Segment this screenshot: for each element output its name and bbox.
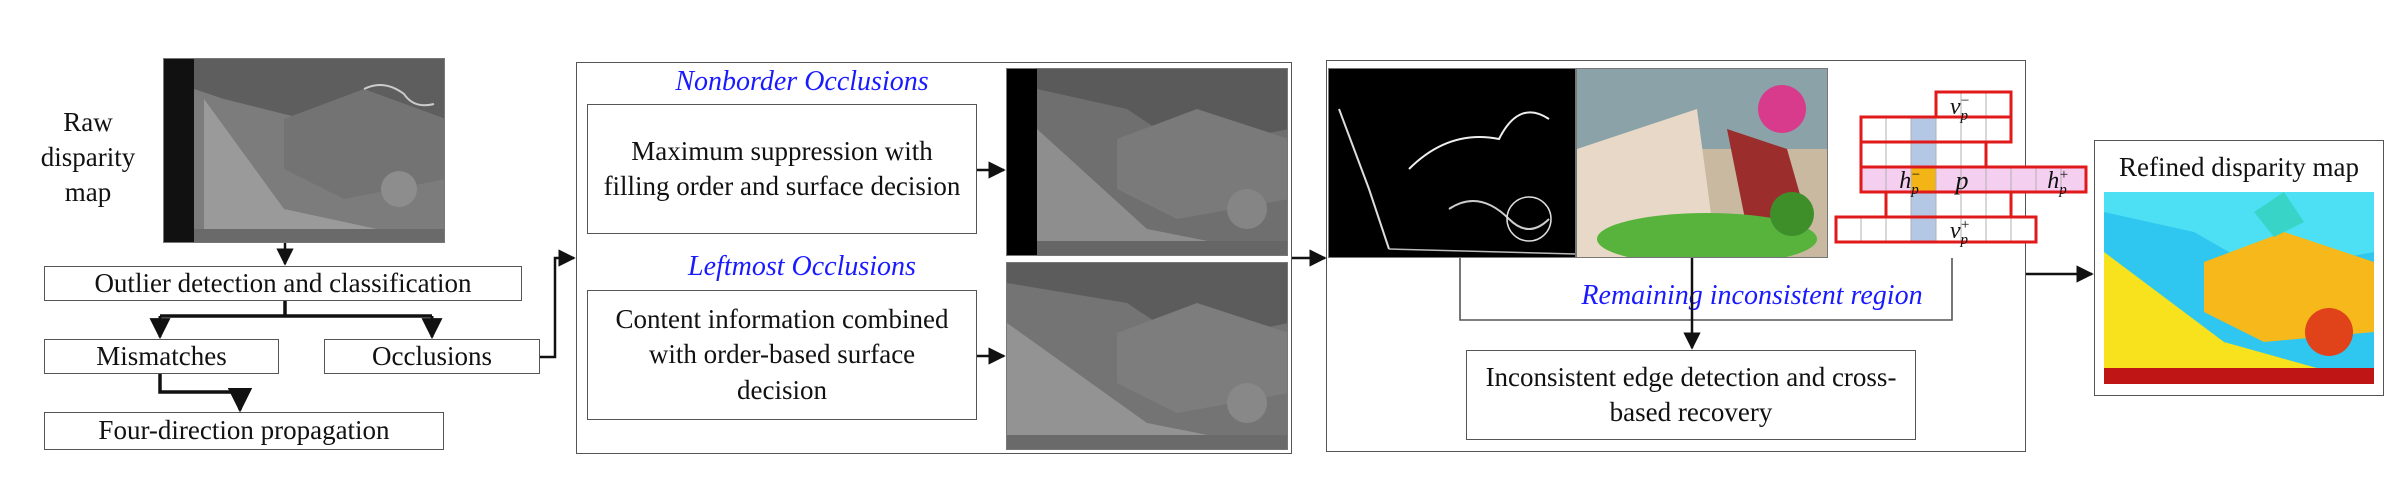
color-scene-image [1576,68,1828,258]
leftmost-occlusions-title: Leftmost Occlusions [648,251,956,283]
raw-disparity-image [163,58,445,243]
v-plus-label: vp+ [1949,217,1971,248]
h-minus-label: hp− [1899,167,1921,198]
raw-disparity-label: Raw disparity map [40,107,136,208]
center-p-label: p [1955,166,1969,195]
inconsistent-edge-box: Inconsistent edge detection and cross-ba… [1466,350,1916,440]
mismatches-box: Mismatches [44,339,279,374]
arrow-outlier-split [160,301,432,318]
h-plus-label: hp+ [2047,167,2069,198]
refined-title: Refined disparity map [2119,152,2359,182]
v-minus-label: vp− [1949,93,1971,124]
leftmost-result-image [1006,262,1288,450]
outlier-detection-box: Outlier detection and classification [44,266,522,301]
remaining-region-title: Remaining inconsistent region [1548,280,1956,312]
arrow-mismatch-to-propagation [158,374,253,413]
refined-disparity-image [2104,192,2374,384]
content-information-box: Content information combined with order-… [587,290,977,420]
nonborder-result-image [1006,68,1288,256]
edge-map-image [1328,68,1576,258]
arrow-occlusions-to-stage2 [540,249,576,359]
four-direction-box: Four-direction propagation [44,412,444,450]
max-suppression-box: Maximum suppression with filling order a… [587,104,977,234]
nonborder-occlusions-title: Nonborder Occlusions [648,66,956,98]
occlusions-box: Occlusions [324,339,540,374]
